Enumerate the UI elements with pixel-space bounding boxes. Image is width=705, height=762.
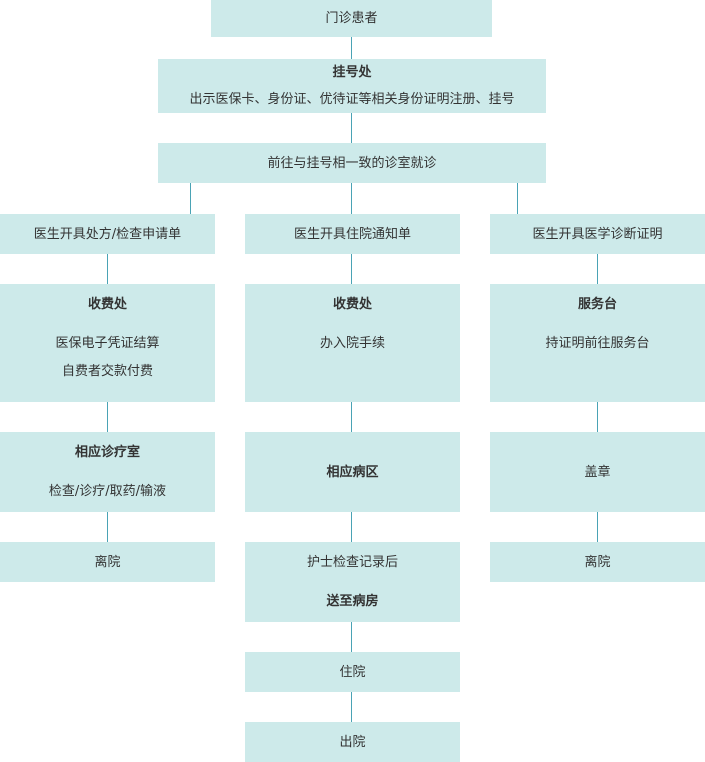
node-label: 离院 — [584, 554, 611, 570]
connector-line — [190, 183, 191, 214]
node-label: 医生开具处方/检查申请单 — [33, 226, 182, 242]
node-line: 护士检查记录后 — [306, 555, 398, 570]
node-registration: 挂号处 出示医保卡、身份证、优待证等相关身份证明注册、挂号 — [158, 59, 546, 113]
node-col3-service: 服务台 持证明前往服务台 — [490, 284, 705, 402]
connector-line — [107, 254, 108, 284]
connector-line — [107, 512, 108, 542]
node-line: 医保电子凭证结算 — [55, 336, 160, 351]
node-desc: 持证明前往服务台 — [545, 336, 650, 351]
node-col3-leave: 离院 — [490, 542, 705, 582]
node-label: 盖章 — [584, 464, 611, 480]
node-label: 医生开具医学诊断证明 — [532, 226, 663, 242]
connector-line — [351, 113, 352, 143]
node-label: 离院 — [94, 554, 121, 570]
connector-line — [351, 512, 352, 542]
node-col2-cashier: 收费处 办入院手续 — [245, 284, 460, 402]
connector-line — [351, 254, 352, 284]
node-col1-room: 相应诊疗室 检查/诊疗/取药/输液 — [0, 432, 215, 512]
node-col2-nurse: 护士检查记录后 送至病房 — [245, 542, 460, 622]
node-col3-order: 医生开具医学诊断证明 — [490, 214, 705, 254]
node-col2-admit: 住院 — [245, 652, 460, 692]
node-title: 收费处 — [332, 297, 372, 312]
connector-line — [351, 37, 352, 59]
node-label: 相应病区 — [326, 464, 379, 480]
node-line: 自费者交款付费 — [61, 364, 153, 379]
node-col1-cashier: 收费处 医保电子凭证结算 自费者交款付费 — [0, 284, 215, 402]
node-title: 挂号处 — [332, 65, 372, 80]
node-visit: 前往与挂号相一致的诊室就诊 — [158, 143, 546, 183]
node-title: 服务台 — [577, 297, 617, 312]
node-desc: 办入院手续 — [319, 336, 385, 351]
node-title: 相应诊疗室 — [74, 445, 140, 460]
connector-line — [351, 183, 352, 214]
connector-line — [597, 512, 598, 542]
node-col3-stamp: 盖章 — [490, 432, 705, 512]
node-desc: 出示医保卡、身份证、优待证等相关身份证明注册、挂号 — [189, 92, 515, 107]
node-label: 出院 — [339, 734, 366, 750]
connector-line — [597, 254, 598, 284]
connector-line — [517, 183, 518, 214]
node-col2-order: 医生开具住院通知单 — [245, 214, 460, 254]
node-col1-order: 医生开具处方/检查申请单 — [0, 214, 215, 254]
node-label: 医生开具住院通知单 — [293, 226, 411, 242]
node-label: 住院 — [339, 664, 366, 680]
node-title: 收费处 — [87, 297, 127, 312]
connector-line — [107, 402, 108, 432]
node-col2-ward: 相应病区 — [245, 432, 460, 512]
node-label: 门诊患者 — [325, 11, 378, 26]
connector-line — [597, 402, 598, 432]
node-col2-discharge: 出院 — [245, 722, 460, 762]
node-line: 送至病房 — [326, 594, 379, 609]
connector-line — [351, 622, 352, 652]
connector-line — [351, 402, 352, 432]
node-desc: 检查/诊疗/取药/输液 — [48, 484, 167, 499]
node-col1-leave: 离院 — [0, 542, 215, 582]
node-label: 前往与挂号相一致的诊室就诊 — [267, 155, 437, 171]
connector-line — [351, 692, 352, 722]
node-patient: 门诊患者 — [211, 0, 492, 37]
